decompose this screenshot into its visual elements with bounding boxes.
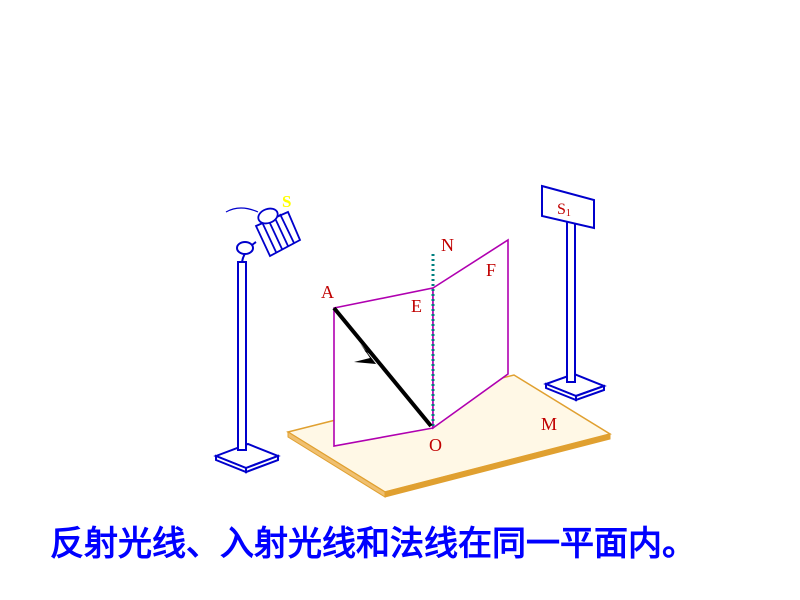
label-f: F [486, 260, 496, 280]
label-e: E [411, 296, 422, 316]
lamp-icon [225, 207, 302, 258]
light-source-stand [213, 241, 281, 474]
caption-text: 反射光线、入射光线和法线在同一平面内。 [50, 524, 696, 564]
mirror-base [286, 374, 612, 498]
label-o: O [429, 435, 442, 455]
screen-stand [541, 184, 607, 402]
label-n: N [441, 235, 454, 255]
board-panel-f [432, 238, 509, 430]
incident-ray [332, 306, 433, 428]
source-label: S [282, 192, 291, 211]
label-a: A [321, 282, 334, 302]
ray-arrow-icon [354, 346, 376, 364]
screen-label: S1 [557, 201, 571, 219]
label-m: M [541, 414, 557, 434]
